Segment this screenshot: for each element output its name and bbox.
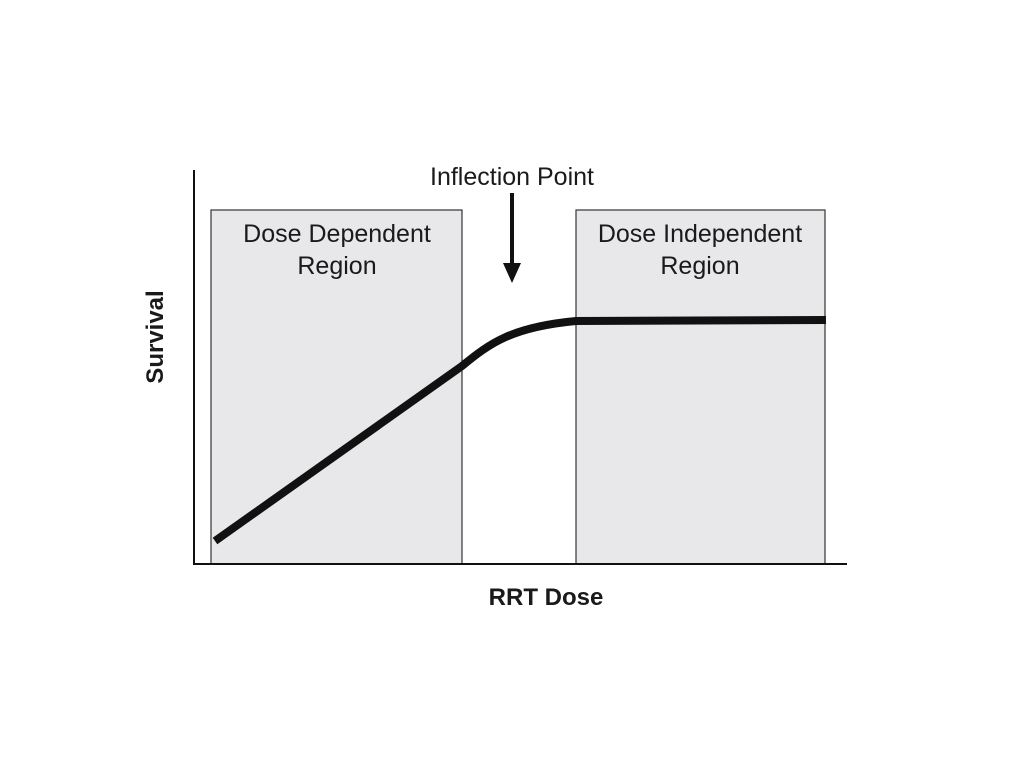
dose-dependent-region-box bbox=[210, 209, 463, 565]
dose-independent-label-line2: Region bbox=[660, 252, 739, 280]
x-axis-label: RRT Dose bbox=[489, 584, 604, 611]
survival-curve bbox=[212, 316, 827, 545]
inflection-arrow-head bbox=[503, 263, 521, 283]
inflection-point-label: Inflection Point bbox=[430, 163, 594, 191]
dose-dependent-label-line1: Dose Dependent bbox=[243, 220, 431, 248]
y-axis-label: Survival bbox=[142, 290, 169, 383]
dose-independent-region-box bbox=[575, 209, 826, 565]
dose-independent-label-line1: Dose Independent bbox=[598, 220, 802, 248]
dose-dependent-label-line2: Region bbox=[297, 252, 376, 280]
